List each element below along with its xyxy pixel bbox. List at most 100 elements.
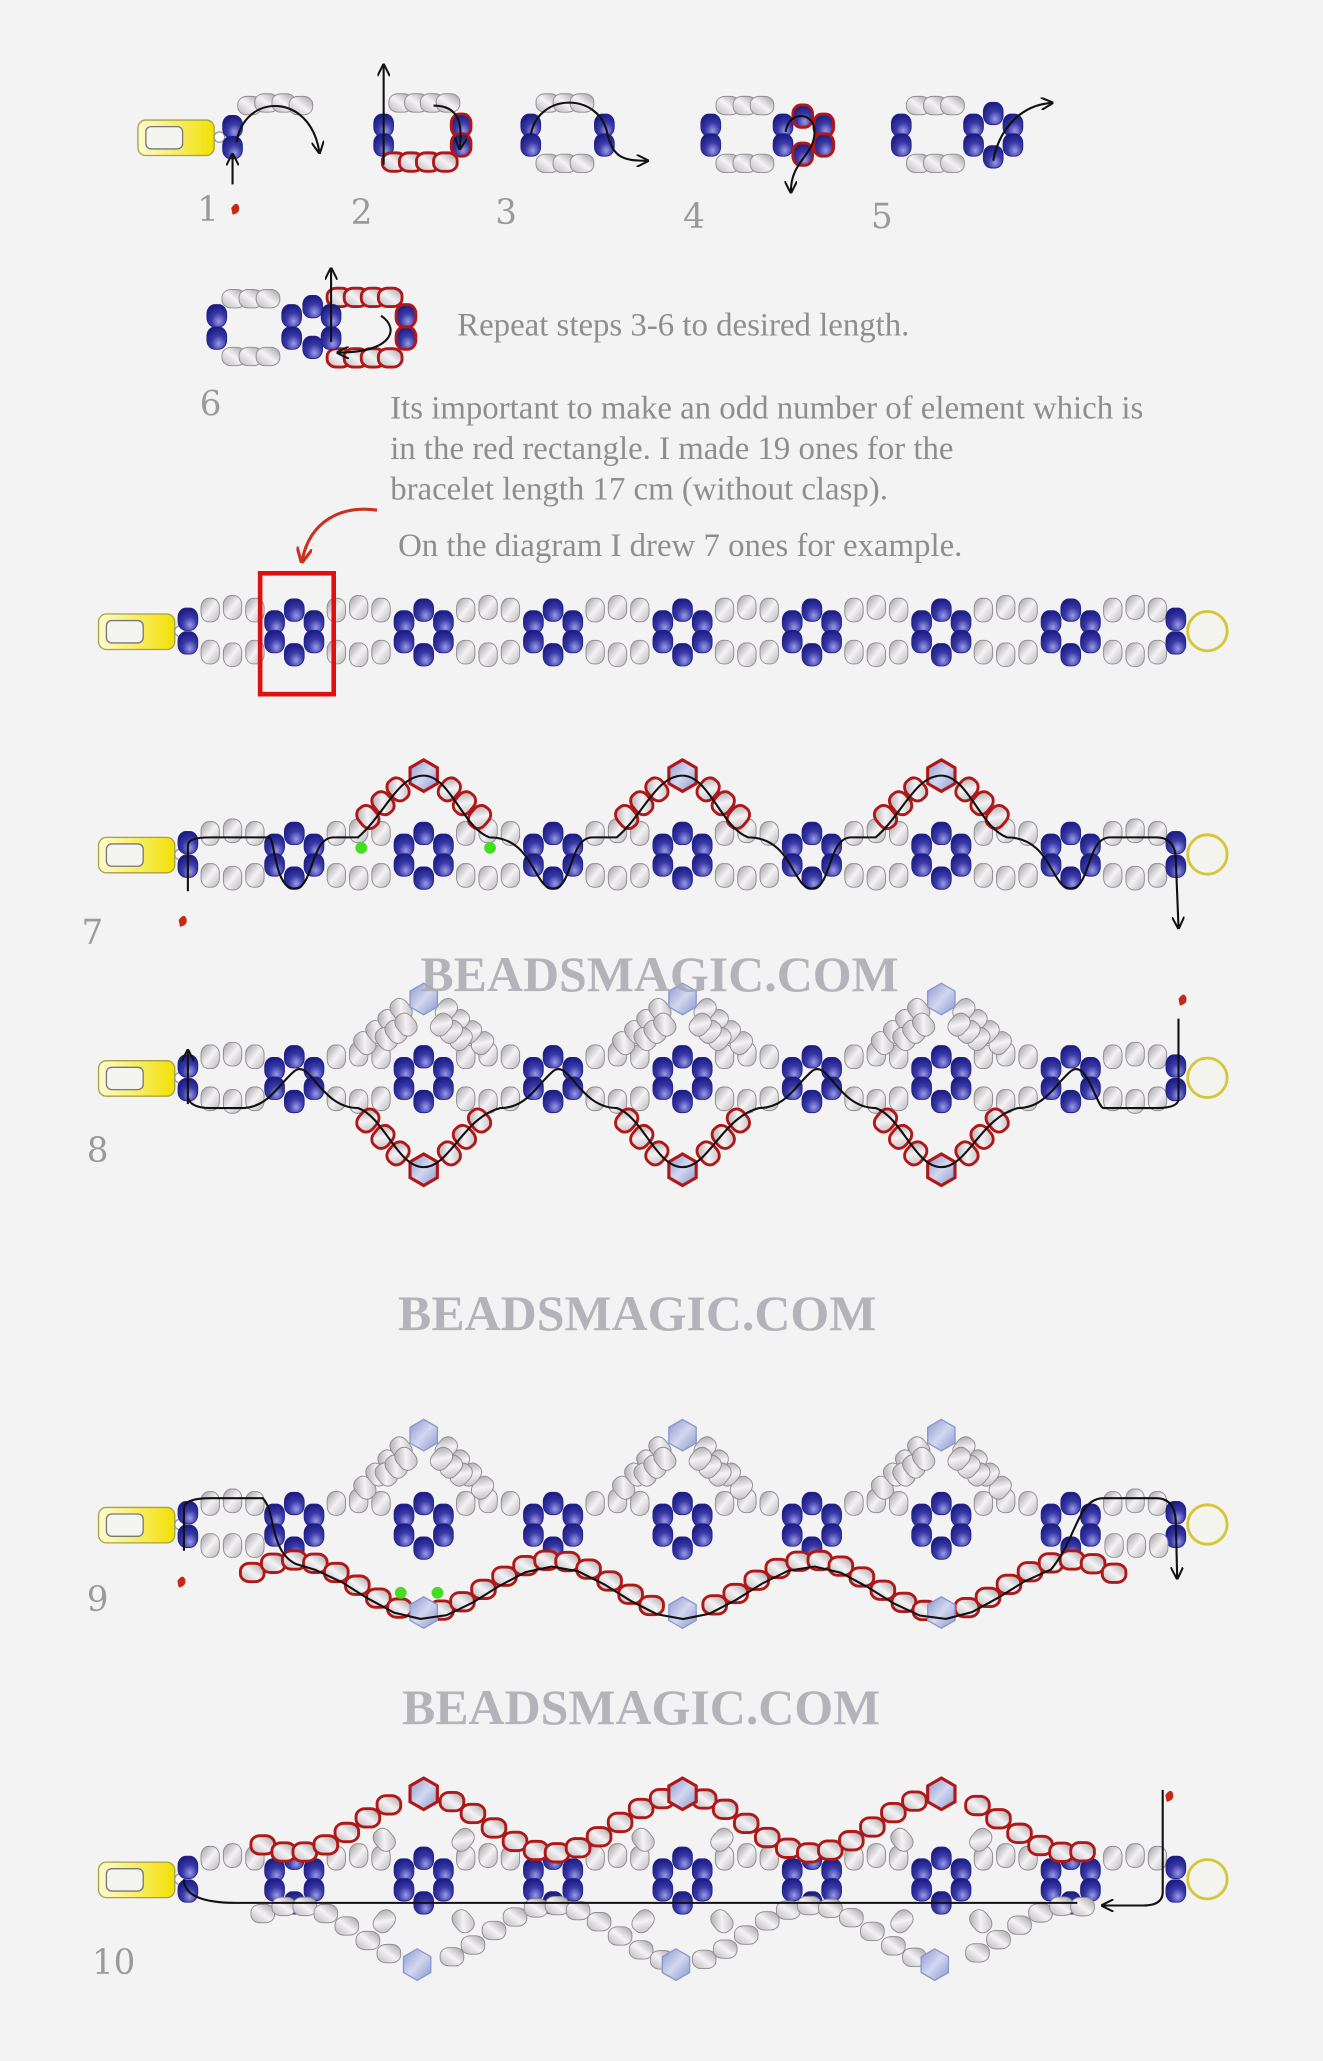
grey-seed-bead bbox=[606, 1811, 634, 1834]
blue-seed-bead bbox=[931, 1536, 952, 1560]
grey-seed-bead bbox=[372, 1909, 396, 1934]
grey-seed-bead bbox=[394, 1446, 418, 1471]
grey-seed-bead bbox=[838, 1830, 865, 1852]
grey-seed-bead bbox=[1125, 1041, 1145, 1067]
blue-seed-bead bbox=[1060, 598, 1082, 622]
blue-seed-bead bbox=[652, 1503, 674, 1527]
grey-seed-bead bbox=[371, 639, 391, 665]
grey-seed-bead bbox=[1018, 863, 1038, 888]
grey-seed-bead bbox=[630, 597, 650, 623]
bicone-bead bbox=[927, 1418, 956, 1452]
grey-seed-bead bbox=[564, 1837, 592, 1859]
grey-seed-bead bbox=[711, 1798, 739, 1820]
grey-seed-bead bbox=[732, 1812, 760, 1834]
blue-seed-bead bbox=[177, 1855, 199, 1880]
grey-seed-bead bbox=[627, 1797, 655, 1820]
blue-seed-bead bbox=[691, 1858, 713, 1882]
grey-seed-bead bbox=[984, 804, 1010, 830]
grey-seed-bead bbox=[607, 1843, 628, 1868]
thread-path bbox=[433, 104, 461, 148]
step-label-9: 9 bbox=[87, 1580, 109, 1620]
blue-seed-bead bbox=[1165, 1879, 1187, 1903]
step-label-2: 2 bbox=[351, 193, 373, 233]
grey-seed-bead bbox=[376, 1943, 402, 1964]
blue-seed-bead bbox=[652, 1878, 674, 1902]
grey-seed-bead bbox=[859, 1816, 886, 1838]
grey-seed-bead bbox=[222, 865, 243, 891]
blue-seed-bead bbox=[542, 643, 564, 667]
blue-seed-bead bbox=[801, 1089, 823, 1114]
grey-seed-bead bbox=[866, 595, 886, 620]
grey-seed-bead bbox=[1147, 639, 1168, 665]
blue-seed-bead bbox=[283, 598, 305, 622]
step-label-8: 8 bbox=[87, 1131, 109, 1171]
blue-seed-bead bbox=[931, 1045, 952, 1069]
blue-seed-bead bbox=[950, 1503, 972, 1527]
blue-seed-bead bbox=[1040, 833, 1062, 857]
grey-seed-bead bbox=[500, 1491, 521, 1516]
grey-seed-bead bbox=[1147, 1044, 1168, 1070]
blue-seed-bead bbox=[950, 610, 972, 634]
grey-seed-bead bbox=[585, 1086, 605, 1112]
blue-seed-bead bbox=[700, 113, 722, 137]
grey-seed-bead bbox=[585, 1044, 605, 1070]
blue-seed-bead bbox=[812, 132, 836, 158]
grey-seed-bead bbox=[714, 863, 735, 888]
step-label-4: 4 bbox=[683, 197, 705, 237]
grey-seed-bead bbox=[653, 1446, 677, 1471]
grey-seed-bead bbox=[973, 1086, 994, 1112]
grey-seed-bead bbox=[1125, 1089, 1145, 1114]
grey-seed-bead bbox=[292, 1896, 318, 1917]
grey-seed-bead bbox=[688, 1012, 712, 1037]
grey-seed-bead bbox=[250, 1903, 276, 1924]
blue-seed-bead bbox=[303, 1523, 325, 1547]
blue-seed-bead bbox=[950, 853, 972, 877]
clasp-window bbox=[105, 1513, 144, 1537]
thread-path bbox=[182, 1879, 1078, 1904]
blue-seed-bead bbox=[911, 629, 932, 654]
blue-seed-bead bbox=[931, 821, 952, 846]
grey-seed-bead bbox=[500, 863, 521, 888]
blue-seed-bead bbox=[821, 1878, 842, 1902]
blue-seed-bead bbox=[303, 1076, 325, 1100]
grey-seed-bead bbox=[271, 1896, 297, 1917]
highlight-rectangle bbox=[257, 570, 337, 697]
grey-seed-bead bbox=[456, 639, 476, 665]
marker-dot bbox=[394, 1586, 407, 1599]
ring-icon bbox=[1186, 1503, 1229, 1546]
grey-seed-bead bbox=[478, 642, 498, 668]
grey-seed-bead bbox=[712, 1939, 738, 1959]
blue-seed-bead bbox=[801, 1491, 823, 1516]
bicone-bead bbox=[409, 982, 439, 1016]
bicone-bead bbox=[661, 1948, 691, 1982]
grey-seed-bead bbox=[630, 863, 650, 888]
grey-seed-bead bbox=[1125, 865, 1145, 891]
blue-seed-bead bbox=[781, 1503, 803, 1527]
grey-seed-bead bbox=[439, 1947, 465, 1967]
grey-seed-bead bbox=[737, 1843, 757, 1868]
grey-seed-bead bbox=[1147, 1491, 1168, 1516]
grey-seed-bead bbox=[500, 1044, 521, 1070]
blue-seed-bead bbox=[177, 1524, 199, 1548]
step-label-5: 5 bbox=[871, 197, 893, 237]
blue-seed-bead bbox=[772, 113, 794, 137]
marker-dot bbox=[355, 841, 368, 854]
grey-seed-bead bbox=[973, 863, 994, 888]
grey-seed-bead bbox=[1149, 1533, 1169, 1558]
grey-seed-bead bbox=[312, 1834, 340, 1856]
blue-seed-bead bbox=[562, 1056, 584, 1081]
grey-seed-bead bbox=[480, 1817, 508, 1839]
grey-seed-bead bbox=[737, 642, 757, 668]
blue-seed-bead bbox=[393, 853, 415, 877]
grey-seed-bead bbox=[888, 863, 909, 888]
bicone-bead bbox=[668, 1595, 697, 1630]
blue-seed-bead bbox=[1080, 1076, 1101, 1100]
grey-seed-bead bbox=[688, 1446, 712, 1471]
grey-seed-bead bbox=[890, 1827, 914, 1852]
grey-seed-bead bbox=[288, 95, 314, 116]
grey-seed-bead bbox=[200, 821, 220, 846]
grey-seed-bead bbox=[569, 153, 595, 174]
grey-seed-bead bbox=[1018, 597, 1038, 623]
grey-seed-bead bbox=[349, 865, 369, 891]
grey-seed-bead bbox=[456, 1491, 476, 1516]
